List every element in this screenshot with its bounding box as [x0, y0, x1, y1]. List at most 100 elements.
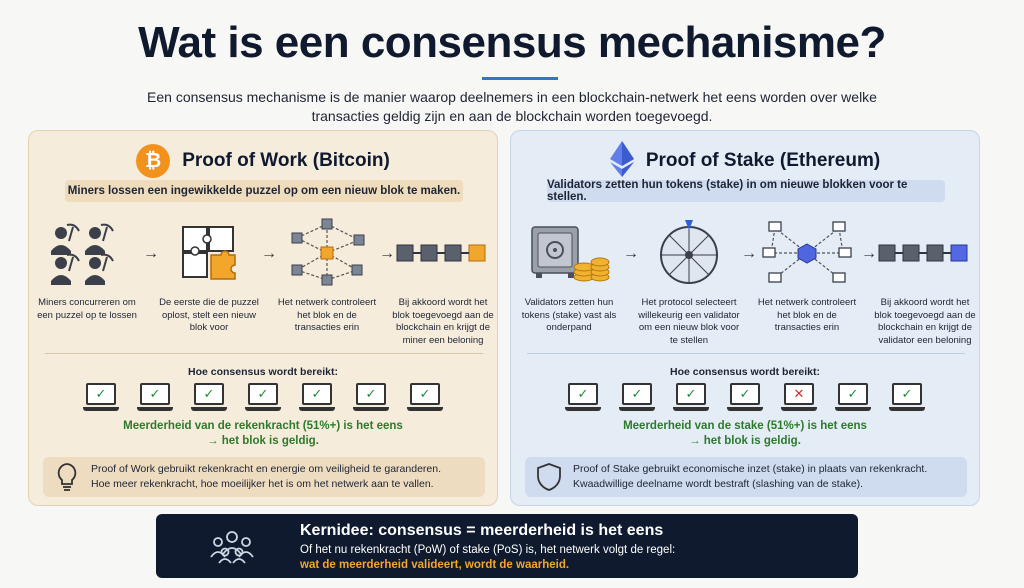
check-icon: ✓ [194, 383, 224, 405]
key-idea-title: Kernidee: consensus = meerderheid is het… [300, 522, 664, 539]
page-subtitle: Een consensus mechanisme is de manier wa… [147, 89, 877, 124]
pos-how-label: Hoe consensus wordt bereikt: [670, 366, 820, 378]
pow-majority-line2: → het blok is geldig. [207, 435, 319, 447]
pos-steps: Validators zetten hun tokens (stake) vas… [517, 217, 977, 347]
pos-panel: Proof of Stake (Ethereum) Validators zet… [510, 130, 980, 506]
laptop-icon: ✓ [889, 383, 925, 413]
laptop-icon: ✓ [191, 383, 227, 413]
check-icon: ✓ [410, 383, 440, 405]
pow-note: Proof of Work gebruikt rekenkracht en en… [43, 457, 485, 497]
pow-header: ₿ Proof of Work (Bitcoin) [29, 143, 497, 179]
cross-icon: ✕ [784, 383, 814, 405]
pos-step-2-text: Het protocol selecteert willekeurig een … [638, 297, 740, 346]
pow-note-line1: Proof of Work gebruikt rekenkracht en en… [91, 463, 442, 475]
pos-title: Proof of Stake (Ethereum) [645, 150, 881, 171]
pos-step-3-text: Het netwerk controleert het blok en de t… [757, 297, 857, 333]
pos-step-1: Validators zetten hun tokens (stake) vas… [517, 217, 621, 335]
pos-divider [527, 353, 965, 354]
pow-step-4: Bij akkoord wordt het blok toegevoegd aa… [391, 217, 495, 347]
bitcoin-icon: ₿ [136, 144, 171, 178]
check-icon: ✓ [730, 383, 760, 405]
pos-votes: ✓ ✓ ✓ ✓ ✕ ✓ ✓ [511, 383, 979, 413]
arrow-icon: → [623, 245, 639, 262]
network-icon [275, 217, 379, 289]
pow-majority: Meerderheid van de rekenkracht (51%+) is… [29, 419, 497, 449]
title-underline [482, 77, 558, 80]
pow-step-2: De eerste die de puzzel oplost, stelt ee… [157, 217, 261, 335]
pow-votes: ✓ ✓ ✓ ✓ ✓ ✓ ✓ [29, 383, 497, 413]
check-icon: ✓ [568, 383, 598, 405]
pow-note-text: Proof of Work gebruikt rekenkracht en en… [91, 462, 441, 492]
pos-note-line1: Proof of Stake gebruikt economische inze… [573, 463, 928, 475]
pow-banner: Miners lossen een ingewikkelde puzzel op… [65, 180, 463, 202]
check-icon: ✓ [302, 383, 332, 405]
pos-step-2: Het protocol selecteert willekeurig een … [637, 217, 741, 347]
arrow-icon: → [379, 245, 395, 262]
pow-step-3-text: Het netwerk controleert het blok en de t… [277, 297, 377, 333]
ethereum-icon [609, 140, 634, 182]
arrow-icon: → [143, 245, 159, 262]
pow-step-4-text: Bij akkoord wordt het blok toegevoegd aa… [392, 297, 494, 346]
pow-step-1: Miners concurreren om een puzzel op te l… [35, 217, 139, 322]
miners-icon [35, 217, 139, 289]
pow-title: Proof of Work (Bitcoin) [182, 150, 390, 171]
laptop-icon: ✓ [245, 383, 281, 413]
laptop-icon: ✓ [299, 383, 335, 413]
pos-note: Proof of Stake gebruikt economische inze… [525, 457, 967, 497]
blockchain-icon [391, 217, 495, 289]
pos-note-text: Proof of Stake gebruikt economische inze… [573, 462, 927, 492]
validator-network-icon [755, 217, 859, 289]
key-idea-emphasis: wat de meerderheid valideert, wordt de w… [300, 559, 570, 571]
pow-how-label: Hoe consensus wordt bereikt: [188, 366, 338, 378]
pos-banner: Validators zetten hun tokens (stake) in … [547, 179, 945, 203]
arrow-icon: → [861, 245, 877, 262]
pow-step-2-text: De eerste die de puzzel oplost, stelt ee… [159, 297, 259, 333]
pos-step-4-text: Bij akkoord wordt het blok toegevoegd aa… [874, 297, 976, 346]
pos-majority-line1: Meerderheid van de stake (51%+) is het e… [623, 420, 867, 432]
check-icon: ✓ [248, 383, 278, 405]
pow-panel: ₿ Proof of Work (Bitcoin) Miners lossen … [28, 130, 498, 506]
laptop-icon: ✓ [835, 383, 871, 413]
key-idea-box: Kernidee: consensus = meerderheid is het… [156, 514, 858, 578]
pow-steps: Miners concurreren om een puzzel op te l… [35, 217, 495, 347]
pos-step-4: Bij akkoord wordt het blok toegevoegd aa… [873, 217, 977, 347]
arrow-icon: → [741, 245, 757, 262]
laptop-icon: ✓ [407, 383, 443, 413]
laptop-icon: ✓ [565, 383, 601, 413]
group-icon [210, 528, 254, 569]
pow-majority-line1: Meerderheid van de rekenkracht (51%+) is… [123, 420, 403, 432]
wheel-icon [637, 217, 741, 289]
pos-step-1-text: Validators zetten hun tokens (stake) vas… [521, 297, 617, 333]
shield-icon [525, 462, 573, 492]
pos-majority-line2: → het blok is geldig. [689, 435, 801, 447]
check-icon: ✓ [140, 383, 170, 405]
blockchain-icon [873, 217, 977, 289]
laptop-icon: ✓ [353, 383, 389, 413]
check-icon: ✓ [892, 383, 922, 405]
pow-note-line2: Hoe meer rekenkracht, hoe moeilijker het… [91, 478, 434, 490]
laptop-icon: ✓ [673, 383, 709, 413]
page-title: Wat is een consensus mechanisme? [138, 18, 886, 67]
pos-majority: Meerderheid van de stake (51%+) is het e… [511, 419, 979, 449]
laptop-icon: ✓ [83, 383, 119, 413]
laptop-icon: ✓ [619, 383, 655, 413]
check-icon: ✓ [622, 383, 652, 405]
laptop-icon: ✕ [781, 383, 817, 413]
check-icon: ✓ [86, 383, 116, 405]
vault-coins-icon [517, 217, 621, 289]
check-icon: ✓ [356, 383, 386, 405]
pos-header: Proof of Stake (Ethereum) [511, 140, 979, 182]
laptop-icon: ✓ [727, 383, 763, 413]
check-icon: ✓ [676, 383, 706, 405]
puzzle-icon [157, 217, 261, 289]
arrow-icon: → [261, 245, 277, 262]
check-icon: ✓ [838, 383, 868, 405]
pow-step-3: Het netwerk controleert het blok en de t… [275, 217, 379, 335]
pos-note-line2: Kwaadwillige deelname wordt bestraft (sl… [573, 478, 864, 490]
key-idea-line: Of het nu rekenkracht (PoW) of stake (Po… [300, 544, 676, 556]
pos-step-3: Het netwerk controleert het blok en de t… [755, 217, 859, 335]
laptop-icon: ✓ [137, 383, 173, 413]
lightbulb-icon [43, 462, 91, 492]
pow-step-1-text: Miners concurreren om een puzzel op te l… [37, 297, 137, 321]
pow-divider [45, 353, 483, 354]
